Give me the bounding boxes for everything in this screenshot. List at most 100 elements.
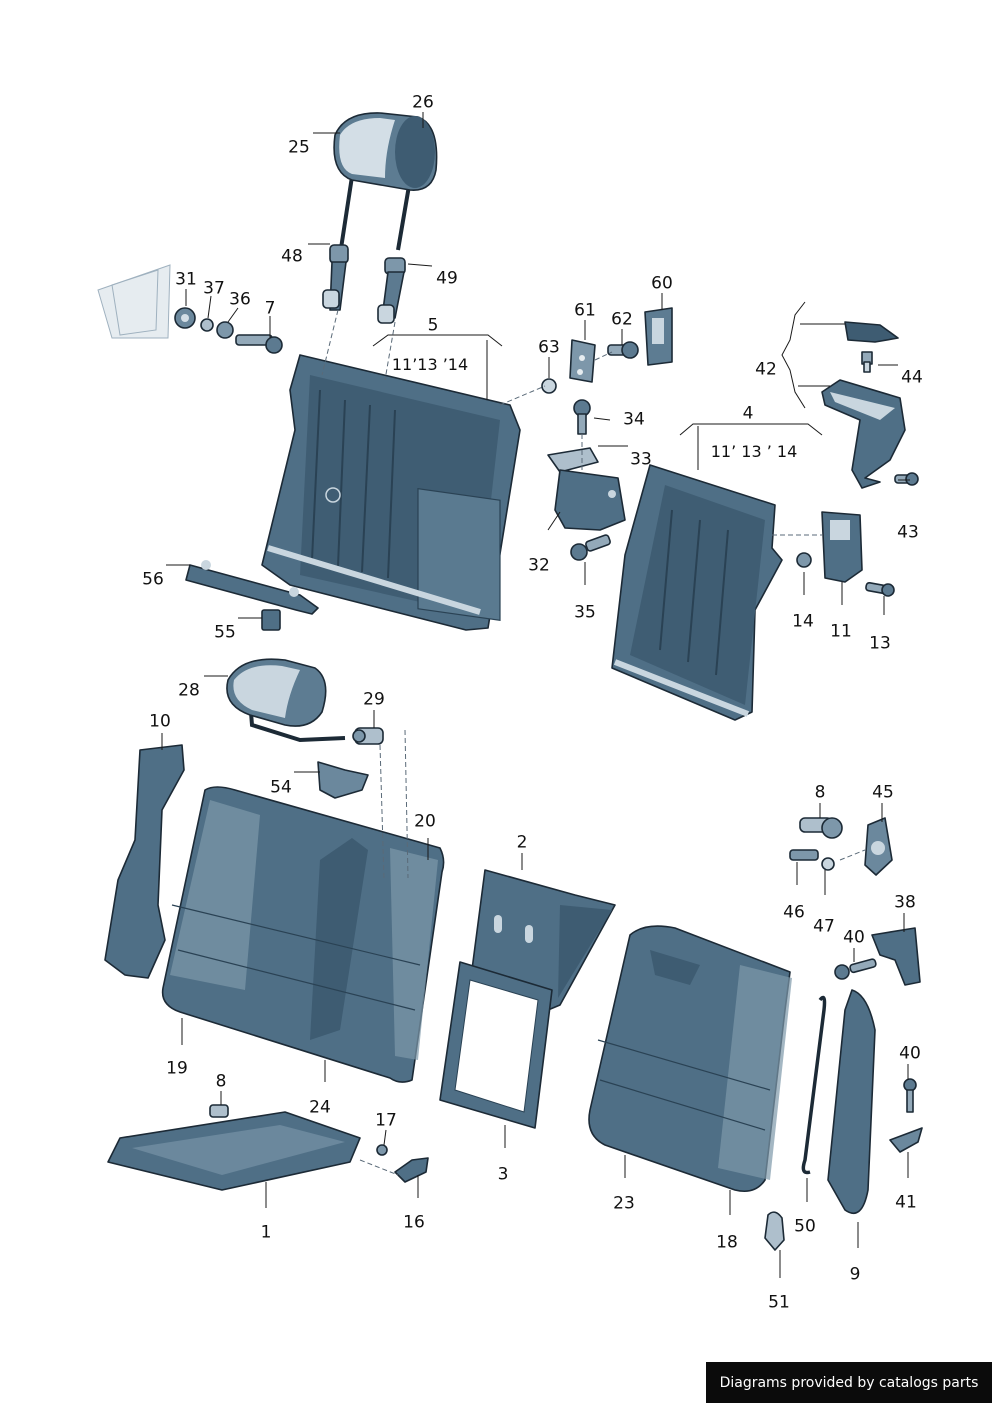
callout-60: 60 (651, 273, 673, 294)
screw-43[interactable] (894, 472, 919, 486)
pin-8-lower[interactable] (209, 1104, 229, 1118)
clip-37[interactable] (200, 318, 214, 332)
callout-40-upper: 40 (843, 927, 865, 948)
side-bracket-31 (97, 264, 196, 339)
callout-33: 33 (630, 449, 652, 470)
bolt-7[interactable] (235, 334, 283, 354)
callout-32: 32 (528, 555, 550, 576)
clip-16[interactable] (394, 1157, 429, 1183)
rod-50[interactable] (801, 995, 827, 1175)
callout-9: 9 (849, 1264, 861, 1285)
callout-19: 19 (166, 1058, 188, 1079)
screw-17[interactable] (376, 1144, 388, 1156)
clip-51[interactable] (764, 1211, 785, 1251)
callout-29: 29 (363, 689, 385, 710)
callout-61: 61 (574, 300, 596, 321)
callout-8-lower: 8 (215, 1071, 227, 1092)
credit-text: Diagrams provided by catalogs parts (719, 1374, 979, 1391)
bolt-35[interactable] (570, 534, 611, 561)
armrest-box-1[interactable] (107, 1111, 361, 1191)
callout-23: 23 (613, 1193, 635, 1214)
leader-lines (161, 112, 910, 1278)
screw-13[interactable] (865, 581, 895, 597)
callout-13: 13 (869, 633, 891, 654)
plate-45[interactable] (864, 817, 893, 876)
cover-54[interactable] (317, 761, 369, 799)
callout-16: 16 (403, 1212, 425, 1233)
callout-18: 18 (716, 1232, 738, 1253)
callout-48: 48 (281, 246, 303, 267)
screw-62[interactable] (607, 341, 639, 359)
rail-56[interactable] (185, 560, 319, 615)
callout-1: 1 (260, 1222, 272, 1243)
callout-62: 62 (611, 309, 633, 330)
callout-26: 26 (412, 92, 434, 113)
bracket-38[interactable] (871, 927, 921, 986)
screw-44[interactable] (861, 351, 873, 373)
callout-25: 25 (288, 137, 310, 158)
callout-45: 45 (872, 782, 894, 803)
callout-8-upper: 8 (814, 782, 826, 803)
callout-40-lower: 40 (899, 1043, 921, 1064)
range-label-4: 11’ 13 ’ 14 (710, 442, 798, 461)
callout-47: 47 (813, 916, 835, 937)
callout-42: 42 (755, 359, 777, 380)
screw-40-upper[interactable] (834, 958, 877, 980)
callout-54: 54 (270, 777, 292, 798)
cap-55[interactable] (261, 609, 281, 631)
backrest-cushion-23[interactable] (588, 925, 792, 1193)
frame-3[interactable] (439, 961, 553, 1129)
backrest-frame-4[interactable] (611, 464, 783, 721)
credit-banner: Diagrams provided by catalogs parts (706, 1362, 992, 1403)
callout-11: 11 (830, 621, 852, 642)
guide-29[interactable] (352, 727, 384, 745)
headrest-upper[interactable] (333, 112, 438, 256)
clip-41[interactable] (889, 1127, 923, 1153)
callout-24: 24 (309, 1097, 331, 1118)
callout-28: 28 (178, 680, 200, 701)
callout-44: 44 (901, 367, 923, 388)
bolt-46[interactable] (789, 849, 819, 861)
callout-46: 46 (783, 902, 805, 923)
callout-2: 2 (516, 832, 528, 853)
washer-63[interactable] (541, 378, 557, 394)
headrest-guide-49[interactable] (377, 257, 406, 324)
bolt-34[interactable] (573, 399, 591, 435)
plate-61[interactable] (569, 339, 596, 383)
nut-14[interactable] (796, 552, 812, 568)
backrest-cushion-19[interactable] (161, 786, 445, 1083)
callout-35: 35 (574, 602, 596, 623)
callout-31: 31 (175, 269, 197, 290)
pin-8-upper[interactable] (799, 817, 843, 839)
side-trim-10[interactable] (104, 744, 185, 979)
callout-63: 63 (538, 337, 560, 358)
callout-56: 56 (142, 569, 164, 590)
callout-41: 41 (895, 1192, 917, 1213)
hinge-32[interactable] (554, 469, 626, 531)
callout-50: 50 (794, 1216, 816, 1237)
lever-42[interactable] (821, 321, 906, 489)
cover-60[interactable] (644, 307, 673, 366)
headrest-lower-28[interactable] (226, 658, 346, 743)
backrest-frame-5[interactable] (261, 354, 521, 631)
callout-38: 38 (894, 892, 916, 913)
callout-43: 43 (897, 522, 919, 543)
callout-55: 55 (214, 622, 236, 643)
callout-7: 7 (264, 298, 276, 319)
side-trim-9[interactable] (827, 989, 876, 1215)
armrest-2[interactable] (469, 869, 616, 1011)
callout-10: 10 (149, 711, 171, 732)
latch-11[interactable] (821, 511, 863, 583)
screw-40-lower[interactable] (903, 1078, 917, 1113)
callout-49: 49 (436, 268, 458, 289)
assembly-lines (321, 309, 866, 1176)
callout-37: 37 (203, 278, 225, 299)
callout-3: 3 (497, 1164, 509, 1185)
washer-47[interactable] (821, 857, 835, 871)
callout-20: 20 (414, 811, 436, 832)
spring-33[interactable] (547, 447, 599, 473)
nut-36[interactable] (216, 321, 234, 339)
callout-4: 4 (742, 403, 754, 424)
headrest-guide-48[interactable] (322, 244, 349, 311)
